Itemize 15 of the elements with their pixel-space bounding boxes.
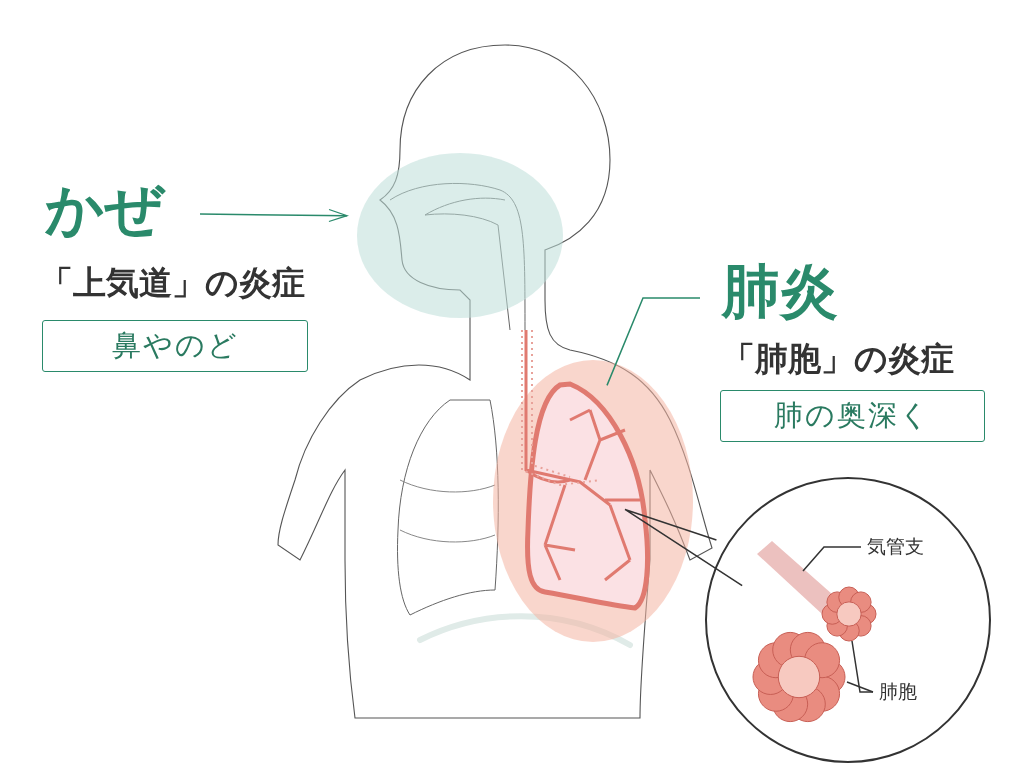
heading: かぜ [45, 180, 185, 242]
part-label: 肺胞 [879, 679, 929, 705]
arrow [199, 208, 348, 223]
note-box: 鼻やのど [42, 320, 308, 372]
leader-line [802, 546, 862, 572]
leader-line [624, 508, 743, 587]
inflammation-label: 「肺胞」の炎症 [722, 342, 954, 375]
leader-line [606, 297, 701, 387]
note-box: 肺の奥深く [720, 390, 985, 442]
part-label: 気管支 [867, 534, 942, 560]
inflammation-label: 「上気道」の炎症 [40, 266, 305, 299]
alveoli-drawing [819, 584, 879, 644]
leader-line [851, 640, 874, 693]
leader-line [846, 681, 874, 693]
heading: 肺炎 [722, 262, 852, 322]
